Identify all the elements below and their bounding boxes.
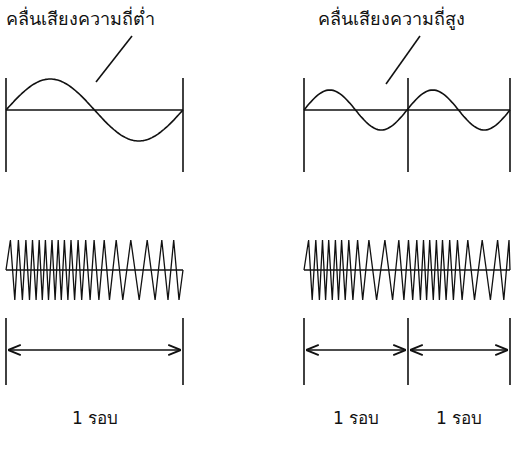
low-frequency-sine <box>6 79 183 141</box>
period-label: 1 รอบ <box>72 408 118 428</box>
period-label: 1 รอบ <box>333 408 379 428</box>
period-label: 1 รอบ <box>436 408 482 428</box>
leader-line <box>386 36 420 84</box>
wave-title: คลื่นเสียงความถี่ต่ำ <box>6 8 155 30</box>
wave-title: คลื่นเสียงความถี่สูง <box>318 8 465 30</box>
period-arrow <box>306 349 406 351</box>
high-frequency-sine <box>304 90 510 130</box>
leader-line <box>96 36 132 82</box>
modulated-wave <box>304 240 510 300</box>
period-arrow <box>8 349 181 351</box>
period-arrow <box>410 349 508 351</box>
modulated-wave <box>6 240 183 300</box>
